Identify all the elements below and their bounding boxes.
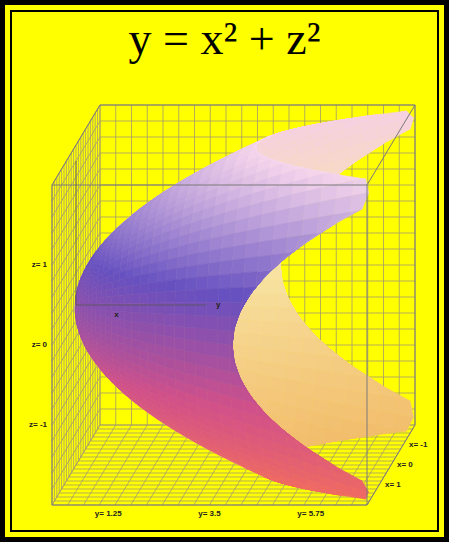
grid-line bbox=[57, 497, 372, 498]
surface-patch bbox=[234, 333, 248, 347]
surface-patch bbox=[262, 293, 276, 307]
surface-patch bbox=[331, 372, 348, 390]
surface-patch bbox=[92, 292, 97, 298]
surface-patch bbox=[273, 350, 288, 366]
surface-patch bbox=[262, 308, 276, 322]
surface-patch bbox=[274, 336, 289, 352]
surface-patch bbox=[316, 355, 333, 372]
grid-line bbox=[52, 505, 367, 506]
surface-patch bbox=[315, 370, 332, 387]
surface-patch bbox=[246, 347, 260, 362]
surface-patch bbox=[76, 305, 78, 309]
surface-patch bbox=[260, 335, 275, 350]
surface-patch bbox=[275, 322, 290, 337]
surface-patch bbox=[303, 338, 319, 355]
surface-patch bbox=[394, 414, 414, 431]
surface-patch bbox=[277, 279, 286, 293]
surface-patch bbox=[289, 323, 304, 339]
grid-line bbox=[54, 181, 55, 501]
surface-patch bbox=[247, 334, 261, 349]
surface-patch bbox=[82, 308, 85, 313]
surface-patch bbox=[249, 294, 263, 308]
surface-patch bbox=[248, 321, 262, 335]
paraboloid-surface bbox=[75, 111, 413, 499]
surface-patch bbox=[263, 279, 277, 294]
grid-line bbox=[52, 185, 53, 505]
grid-line bbox=[76, 145, 77, 465]
surface-patch bbox=[92, 309, 96, 315]
grid-line bbox=[415, 105, 416, 425]
surface-patch bbox=[233, 345, 247, 359]
surface-patch bbox=[235, 320, 248, 334]
surface-patch bbox=[85, 308, 88, 313]
surface-patch bbox=[301, 353, 317, 370]
surface-patch bbox=[261, 321, 275, 336]
surface-patch bbox=[277, 265, 282, 279]
grid-line bbox=[76, 465, 391, 466]
grid-line bbox=[100, 105, 415, 106]
surface-patch bbox=[288, 337, 304, 353]
surface-patch bbox=[85, 299, 88, 304]
grid-line bbox=[56, 177, 57, 497]
surface-patch bbox=[92, 298, 97, 304]
surface-patch bbox=[276, 308, 291, 323]
surface-patch bbox=[259, 348, 274, 363]
inner-border bbox=[11, 11, 438, 531]
grid-walls bbox=[52, 105, 415, 505]
surface-patch bbox=[259, 135, 275, 142]
surface-patch bbox=[75, 307, 76, 310]
grid-line bbox=[54, 501, 369, 502]
surface-patch bbox=[276, 293, 290, 307]
surface-patch bbox=[287, 352, 303, 368]
surface-patch bbox=[249, 308, 263, 322]
surface-patch bbox=[88, 299, 92, 304]
surface-patch bbox=[88, 309, 92, 315]
surface-patch bbox=[96, 291, 101, 298]
surface-patch bbox=[332, 432, 357, 441]
surface-patch bbox=[347, 374, 365, 392]
